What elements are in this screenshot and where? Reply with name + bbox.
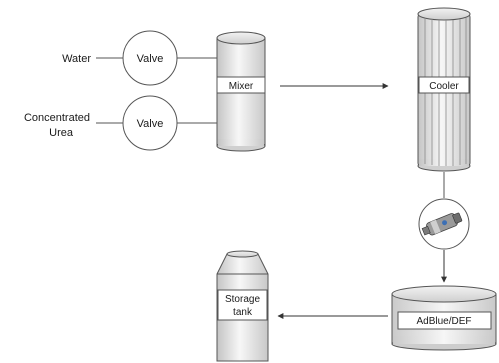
mixer-tank[interactable]: Mixer <box>216 31 266 152</box>
cooler-label: Cooler <box>429 81 459 92</box>
urea-label-line2: Urea <box>49 127 74 139</box>
valve-water[interactable]: Valve <box>122 30 178 86</box>
storage-label-line1: Storage <box>225 294 260 305</box>
adblue-label: AdBlue/DEF <box>416 316 471 327</box>
water-label: Water <box>62 53 91 65</box>
mixer-label: Mixer <box>229 81 254 92</box>
storage-tank[interactable]: Storage tank <box>216 250 269 362</box>
adblue-drum[interactable]: AdBlue/DEF <box>391 285 497 351</box>
pump-icon[interactable] <box>418 198 470 250</box>
urea-label-line1: Concentrated <box>24 112 90 124</box>
valve-urea-label: Valve <box>137 118 164 130</box>
cooler-tank[interactable]: Cooler <box>417 7 471 172</box>
valve-urea[interactable]: Valve <box>122 95 178 151</box>
storage-label-line2: tank <box>233 307 253 318</box>
valve-water-label: Valve <box>137 53 164 65</box>
